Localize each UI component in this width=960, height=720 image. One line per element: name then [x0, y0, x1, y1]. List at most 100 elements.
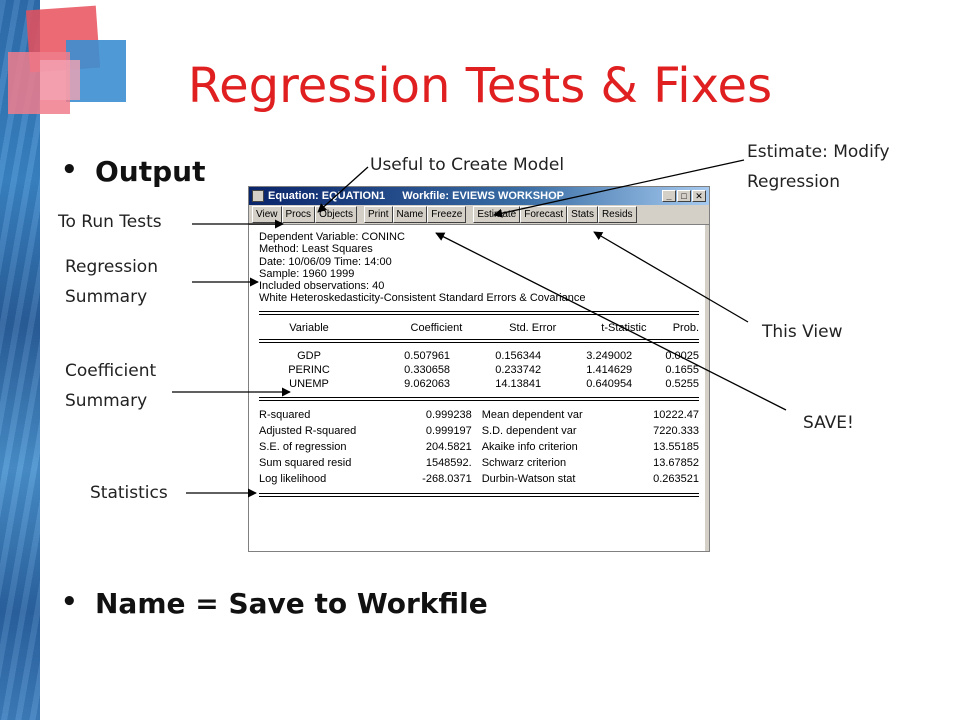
header-date: Date: 10/06/09 Time: 14:00 — [259, 255, 392, 268]
stat-value: 13.55185 — [653, 440, 699, 453]
equation-window: Equation: EQUATION1 Workfile: EVIEWS WOR… — [248, 186, 710, 552]
coefficient-rows: GDP 0.507961 0.156344 3.249002 0.0025 PE… — [259, 349, 699, 391]
stat-label: S.D. dependent var — [481, 424, 577, 437]
forecast-button[interactable]: Forecast — [520, 206, 568, 223]
bullet-output: • Output — [61, 155, 206, 188]
header-white-se: White Heteroskedasticity-Consistent Stan… — [259, 292, 586, 305]
stat-value: 1548592. — [425, 456, 472, 469]
maximize-icon[interactable]: □ — [677, 190, 691, 202]
table-row: Log likelihood -268.0371 Durbin-Watson s… — [259, 471, 699, 487]
annotation-coefficient-summary: Coefficient Summary — [65, 356, 156, 416]
coefficient-table: Variable Coefficient Std. Error t-Statis… — [259, 321, 699, 335]
close-icon[interactable]: ✕ — [692, 190, 706, 202]
estimate-button[interactable]: Estimate — [473, 206, 521, 223]
resids-button[interactable]: Resids — [597, 206, 637, 223]
freeze-button[interactable]: Freeze — [427, 206, 467, 223]
statistics-table: R-squared 0.999238 Mean dependent var 10… — [259, 407, 699, 487]
procs-button[interactable]: Procs — [281, 206, 316, 223]
stat-value: 204.5821 — [425, 440, 472, 453]
decorative-square-light-pink — [40, 60, 80, 100]
stat-value: 0.999197 — [425, 424, 472, 437]
table-row: GDP 0.507961 0.156344 3.249002 0.0025 — [259, 349, 699, 363]
stat-label: S.E. of regression — [259, 440, 347, 453]
separator-rule — [259, 310, 699, 315]
bullet-dot-icon: • — [61, 587, 78, 617]
window-toolbar: View Procs Objects Print Name Freeze Est… — [249, 205, 709, 225]
coefficient-header-row: Variable Coefficient Std. Error t-Statis… — [259, 321, 699, 335]
col-header-coefficient: Coefficient — [410, 321, 463, 334]
view-button[interactable]: View — [252, 206, 282, 223]
window-scrollbar[interactable] — [705, 225, 709, 551]
annotation-estimate-modify: Estimate: Modify Regression — [747, 137, 890, 197]
cell-coefficient: 9.062063 — [404, 377, 451, 390]
stat-value: 0.263521 — [653, 472, 699, 485]
annotation-estimate-line2: Regression — [747, 172, 840, 192]
name-button[interactable]: Name — [392, 206, 428, 223]
col-header-t-statistic: t-Statistic — [601, 321, 647, 334]
cell-std-error: 0.156344 — [495, 349, 542, 362]
bullet-output-text: Output — [95, 155, 206, 188]
cell-prob: 0.5255 — [665, 377, 699, 390]
annotation-to-run-tests: To Run Tests — [58, 212, 162, 232]
cell-variable: UNEMP — [289, 377, 329, 390]
separator-rule — [259, 396, 699, 401]
header-observations: Included observations: 40 — [259, 280, 385, 293]
stat-label: Schwarz criterion — [481, 456, 567, 469]
cell-variable: PERINC — [288, 363, 330, 376]
annotation-regression-line1: Regression — [65, 257, 158, 277]
cell-t-statistic: 1.414629 — [586, 363, 633, 376]
slide-title: Regression Tests & Fixes — [187, 58, 773, 114]
col-header-std-error: Std. Error — [509, 321, 557, 334]
stat-value: 0.999238 — [425, 408, 472, 421]
table-row: S.E. of regression 204.5821 Akaike info … — [259, 439, 699, 455]
cell-std-error: 0.233742 — [495, 363, 542, 376]
window-titlebar[interactable]: Equation: EQUATION1 Workfile: EVIEWS WOR… — [249, 187, 709, 205]
stat-label: Sum squared resid — [259, 456, 352, 469]
cell-coefficient: 0.507961 — [404, 349, 451, 362]
window-title-equation: Equation: EQUATION1 — [268, 190, 386, 202]
table-row: R-squared 0.999238 Mean dependent var 10… — [259, 407, 699, 423]
stat-value: -268.0371 — [422, 472, 472, 485]
annotation-regression-summary: Regression Summary — [65, 252, 158, 312]
stat-value: 13.67852 — [653, 456, 699, 469]
annotation-statistics: Statistics — [90, 483, 168, 503]
cell-variable: GDP — [297, 349, 321, 362]
separator-rule — [259, 492, 699, 497]
stat-label: Adjusted R-squared — [259, 424, 357, 437]
separator-rule — [259, 338, 699, 343]
annotation-this-view: This View — [762, 322, 843, 342]
stats-button[interactable]: Stats — [567, 206, 598, 223]
stat-label: Mean dependent var — [481, 408, 583, 421]
cell-coefficient: 0.330658 — [404, 363, 451, 376]
stat-label: Log likelihood — [259, 472, 327, 485]
bullet-dot-icon: • — [61, 155, 78, 185]
cell-std-error: 14.13841 — [495, 377, 542, 390]
window-app-icon — [252, 190, 264, 202]
col-header-variable: Variable — [289, 321, 329, 334]
stat-value: 10222.47 — [653, 408, 699, 421]
annotation-coefficient-line1: Coefficient — [65, 361, 157, 381]
table-row: PERINC 0.330658 0.233742 1.414629 0.1655 — [259, 363, 699, 377]
print-button[interactable]: Print — [363, 206, 393, 223]
regression-output: Dependent Variable: CONINC Method: Least… — [249, 225, 709, 497]
left-decorative-strip — [0, 0, 40, 720]
stat-label: Durbin-Watson stat — [481, 472, 576, 485]
cell-prob: 0.0025 — [665, 349, 699, 362]
col-header-prob: Prob. — [672, 321, 699, 334]
objects-button[interactable]: Objects — [315, 206, 357, 223]
table-row: UNEMP 9.062063 14.13841 0.640954 0.5255 — [259, 377, 699, 391]
annotation-estimate-line1: Estimate: Modify — [747, 142, 890, 162]
minimize-icon[interactable]: _ — [662, 190, 676, 202]
header-method: Method: Least Squares — [259, 243, 373, 256]
header-sample: Sample: 1960 1999 — [259, 267, 355, 280]
cell-t-statistic: 3.249002 — [586, 349, 633, 362]
table-row: Sum squared resid 1548592. Schwarz crite… — [259, 455, 699, 471]
bullet-name-save: • Name = Save to Workfile — [61, 587, 488, 620]
cell-t-statistic: 0.640954 — [586, 377, 633, 390]
stat-label: Akaike info criterion — [481, 440, 578, 453]
bullet-name-save-text: Name = Save to Workfile — [95, 587, 488, 620]
annotation-save: SAVE! — [803, 413, 854, 433]
window-title-workfile: Workfile: EVIEWS WORKSHOP — [402, 190, 564, 202]
header-dependent-variable: Dependent Variable: CONINC — [259, 231, 405, 243]
cell-prob: 0.1655 — [665, 363, 699, 376]
